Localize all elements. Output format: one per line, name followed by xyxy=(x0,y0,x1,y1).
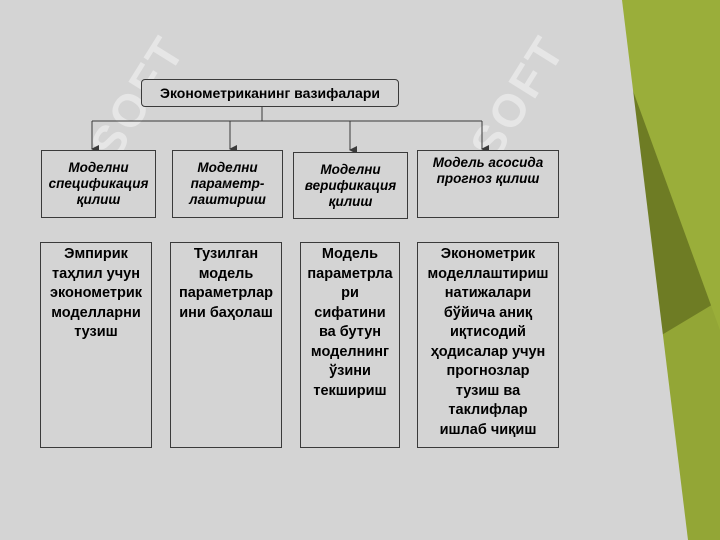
body-line: текшириш xyxy=(313,382,387,399)
header-line: қилиш xyxy=(328,193,373,209)
body-line: параметрлар xyxy=(178,285,274,301)
header-text-4: Модель асосида прогноз қилиш xyxy=(433,155,544,187)
body-box-4: Эконометрик моделлаштириш натижалари бўй… xyxy=(417,242,559,448)
header-line: қилиш xyxy=(76,192,121,207)
header-text-2: Моделни параметр- лаштириш xyxy=(189,160,266,208)
body-line: параметрла xyxy=(307,265,393,282)
diagram-title: Эконометриканинг вазифалари xyxy=(141,79,399,107)
body-line: таҳлил учун xyxy=(52,265,140,282)
body-line: бўйича аниқ xyxy=(443,304,533,321)
body-line: Эмпирик xyxy=(64,246,128,262)
body-box-2: Тузилган модель параметрлар ини баҳолаш xyxy=(170,242,282,448)
body-line: таклифлар xyxy=(448,402,528,418)
header-line: прогноз қилиш xyxy=(436,171,540,186)
body-line: моделларни xyxy=(51,304,141,321)
body-line: Модель xyxy=(321,246,379,262)
header-text-1: Моделни спецификация қилиш xyxy=(49,160,149,208)
body-line: ини баҳолаш xyxy=(179,304,273,321)
body-line: ҳодисалар учун xyxy=(430,343,546,360)
body-line: модель xyxy=(198,265,254,282)
body-text-4: Эконометрик моделлаштириш натижалари бўй… xyxy=(418,245,558,440)
header-line: Моделни xyxy=(68,160,129,175)
header-line: спецификация xyxy=(48,176,149,191)
body-line: тузиш ва xyxy=(455,382,521,399)
body-line: ишлаб чиқиш xyxy=(439,421,537,438)
body-text-2: Тузилган модель параметрлар ини баҳолаш xyxy=(171,245,281,323)
body-line: сифатини xyxy=(314,304,386,321)
body-line: тузиш xyxy=(74,324,118,340)
header-line: Моделни xyxy=(320,161,381,177)
body-text-1: Эмпирик таҳлил учун эконометрик моделлар… xyxy=(41,245,151,343)
header-line: Моделни xyxy=(197,160,258,175)
header-line: верификация xyxy=(304,177,397,193)
header-line: лаштириш xyxy=(189,192,266,207)
body-line: ўзини xyxy=(329,363,371,379)
header-box-1: Моделни спецификация қилиш xyxy=(41,150,156,218)
header-box-4: Модель асосида прогноз қилиш xyxy=(417,150,559,218)
body-line: прогнозлар xyxy=(446,363,530,379)
header-line: параметр- xyxy=(190,176,265,191)
body-box-3: Модель параметрла ри сифатини ва бутун м… xyxy=(300,242,400,448)
body-line: ва бутун xyxy=(318,324,382,340)
body-box-1: Эмпирик таҳлил учун эконометрик моделлар… xyxy=(40,242,152,448)
body-line: Тузилган xyxy=(193,246,259,262)
body-line: эконометрик xyxy=(49,285,143,301)
header-line: Модель асосида xyxy=(432,155,544,170)
body-line: натижалари xyxy=(444,285,532,301)
body-line: иқтисодий xyxy=(450,324,526,340)
header-box-2: Моделни параметр- лаштириш xyxy=(172,150,283,218)
header-box-3: Моделни верификация қилиш xyxy=(293,152,408,219)
body-line: Эконометрик xyxy=(440,246,536,262)
body-line: моделлаштириш xyxy=(427,265,549,282)
body-line: моделнинг xyxy=(310,343,390,360)
body-line: ри xyxy=(341,285,359,301)
header-text-3: Моделни верификация қилиш xyxy=(305,162,396,210)
body-text-3: Модель параметрла ри сифатини ва бутун м… xyxy=(301,245,399,401)
